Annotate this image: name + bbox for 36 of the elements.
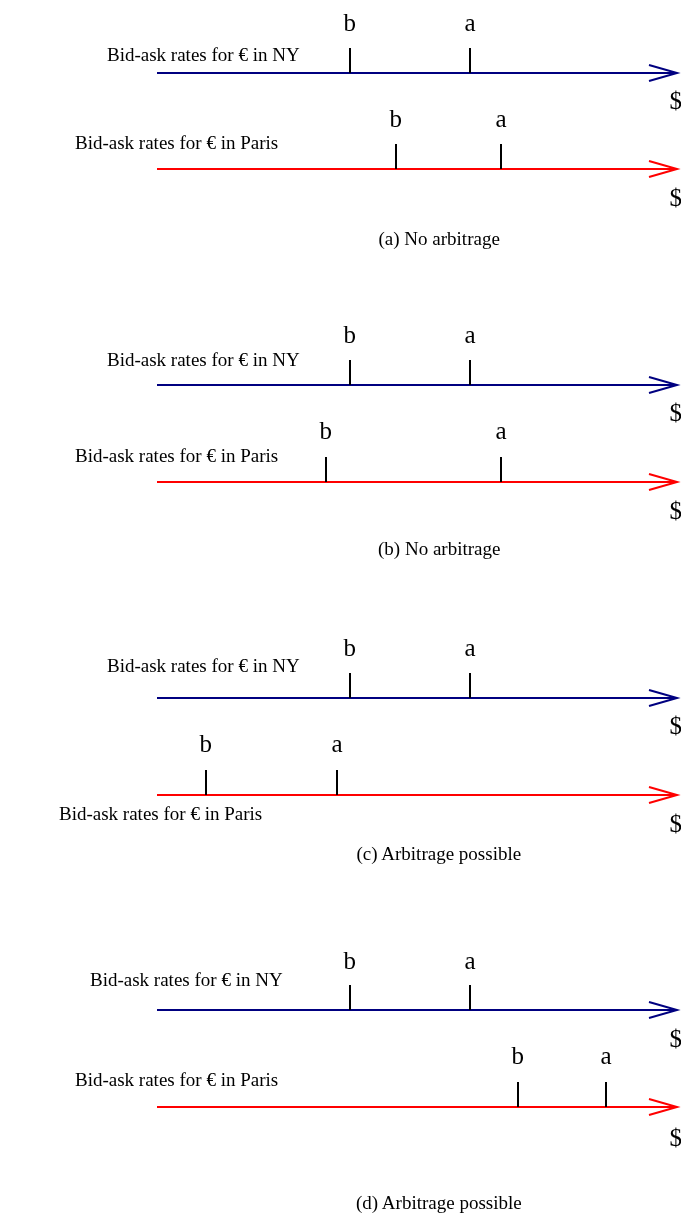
tick-label: b bbox=[199, 730, 212, 756]
tick-label: a bbox=[331, 730, 343, 756]
unit-label: $ bbox=[669, 87, 681, 113]
caption: (c) Arbitrage possible bbox=[356, 843, 522, 863]
tick-label: a bbox=[464, 634, 476, 660]
unit-label: $ bbox=[669, 810, 681, 836]
tick-label: a bbox=[600, 1042, 612, 1068]
tick-label: b bbox=[319, 417, 332, 443]
unit-label: $ bbox=[669, 1124, 681, 1150]
unit-label: $ bbox=[669, 184, 681, 210]
unit-label: $ bbox=[669, 1025, 681, 1051]
tick-label: a bbox=[464, 321, 476, 347]
tick-label: b bbox=[389, 105, 402, 131]
row-label: Bid-ask rates for € in NY bbox=[90, 969, 283, 989]
unit-label: $ bbox=[669, 712, 681, 738]
row-label: Bid-ask rates for € in Paris bbox=[75, 1069, 279, 1089]
tick-label: a bbox=[495, 417, 507, 443]
row-label: Bid-ask rates for € in Paris bbox=[75, 132, 279, 152]
caption: (d) Arbitrage possible bbox=[356, 1192, 522, 1212]
row-label: Bid-ask rates for € in NY bbox=[107, 44, 300, 64]
unit-label: $ bbox=[669, 497, 681, 523]
caption: (a) No arbitrage bbox=[378, 228, 500, 248]
row-label: Bid-ask rates for € in Paris bbox=[75, 445, 279, 465]
tick-label: b bbox=[343, 9, 356, 35]
tick-label: a bbox=[495, 105, 507, 131]
row-label: Bid-ask rates for € in Paris bbox=[59, 803, 263, 823]
caption: (b) No arbitrage bbox=[378, 538, 501, 558]
unit-label: $ bbox=[669, 399, 681, 425]
tick-label: a bbox=[464, 947, 476, 973]
tick-label: b bbox=[343, 947, 356, 973]
tick-label: a bbox=[464, 9, 476, 35]
row-label: Bid-ask rates for € in NY bbox=[107, 655, 300, 675]
tick-label: b bbox=[511, 1042, 524, 1068]
tick-label: b bbox=[343, 321, 356, 347]
tick-label: b bbox=[343, 634, 356, 660]
row-label: Bid-ask rates for € in NY bbox=[107, 349, 300, 369]
